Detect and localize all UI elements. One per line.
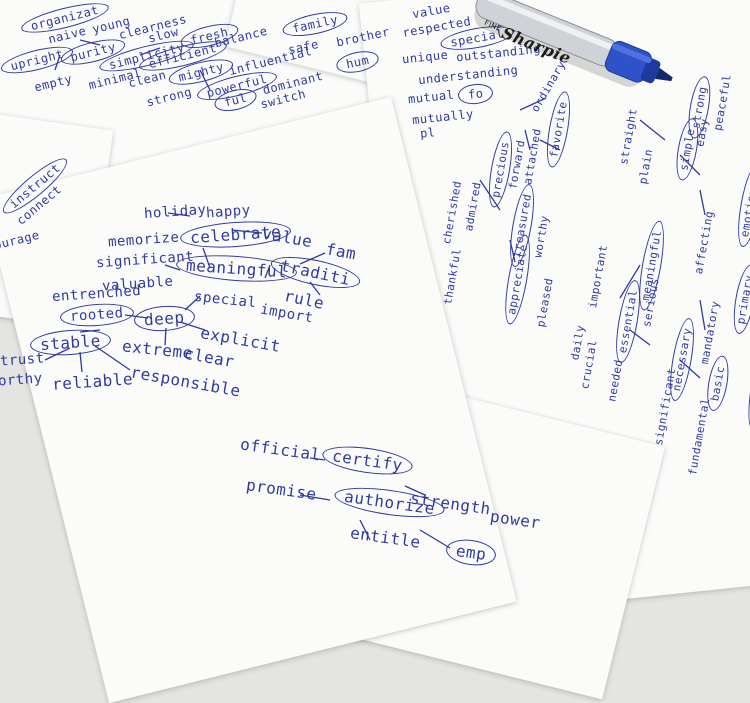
- sharpie-marker: [474, 0, 673, 87]
- mindmap-lines: [44, 39, 706, 549]
